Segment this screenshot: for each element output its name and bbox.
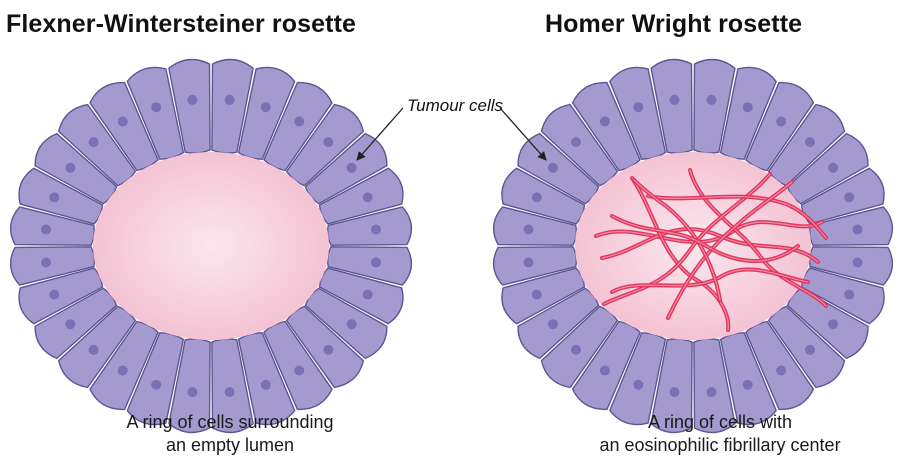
cell-nucleus — [347, 163, 357, 173]
cell-nucleus — [600, 366, 610, 376]
cell-nucleus — [853, 225, 863, 235]
cell-nucleus — [323, 345, 333, 355]
cell-nucleus — [363, 290, 373, 300]
cell-nucleus — [633, 380, 643, 390]
cell-nucleus — [548, 163, 558, 173]
flexner-wintersteiner-caption: A ring of cells surrounding an empty lum… — [80, 411, 380, 457]
cell-nucleus — [853, 258, 863, 268]
cell-nucleus — [776, 366, 786, 376]
flexner-wintersteiner-rosette — [11, 59, 412, 432]
cell-nucleus — [65, 163, 75, 173]
cell-nucleus — [225, 387, 235, 397]
cell-nucleus — [532, 192, 542, 202]
cell-nucleus — [151, 380, 161, 390]
cell-nucleus — [707, 387, 717, 397]
cell-nucleus — [524, 225, 534, 235]
cell-nucleus — [118, 117, 128, 127]
cell-nucleus — [371, 225, 381, 235]
caption-line: A ring of cells surrounding — [80, 411, 380, 434]
cell-nucleus — [41, 225, 51, 235]
caption-line: A ring of cells with — [550, 411, 890, 434]
cell-nucleus — [524, 258, 534, 268]
cell-nucleus — [805, 345, 815, 355]
cell-nucleus — [805, 137, 815, 147]
cell-nucleus — [532, 290, 542, 300]
cell-nucleus — [89, 345, 99, 355]
caption-line: an empty lumen — [80, 434, 380, 457]
cell-nucleus — [49, 192, 59, 202]
cell-nucleus — [225, 95, 235, 105]
cell-nucleus — [261, 102, 271, 112]
cell-nucleus — [187, 95, 197, 105]
cell-nucleus — [347, 319, 357, 329]
cell-nucleus — [187, 387, 197, 397]
cell-nucleus — [323, 137, 333, 147]
cell-nucleus — [571, 345, 581, 355]
cell-nucleus — [743, 380, 753, 390]
homer-wright-rosette — [494, 59, 893, 432]
cell-nucleus — [743, 102, 753, 112]
cell-nucleus — [600, 117, 610, 127]
cell-nucleus — [670, 95, 680, 105]
cell-nucleus — [844, 290, 854, 300]
cell-nucleus — [633, 102, 643, 112]
cell-nucleus — [363, 192, 373, 202]
cell-nucleus — [89, 137, 99, 147]
cell-nucleus — [571, 137, 581, 147]
cell-nucleus — [707, 95, 717, 105]
cell-nucleus — [49, 290, 59, 300]
cell-nucleus — [776, 117, 786, 127]
cell-nucleus — [670, 387, 680, 397]
cell-nucleus — [118, 366, 128, 376]
cell-nucleus — [828, 319, 838, 329]
cell-nucleus — [548, 319, 558, 329]
cell-nucleus — [828, 163, 838, 173]
cell-nucleus — [371, 258, 381, 268]
cell-nucleus — [65, 319, 75, 329]
cell-nucleus — [844, 192, 854, 202]
cell-nucleus — [294, 366, 304, 376]
caption-line: an eosinophilic fibrillary center — [550, 434, 890, 457]
cell-nucleus — [41, 258, 51, 268]
homer-wright-caption: A ring of cells with an eosinophilic fib… — [550, 411, 890, 457]
empty-lumen — [93, 152, 329, 340]
cell-nucleus — [294, 117, 304, 127]
cell-nucleus — [261, 380, 271, 390]
cell-nucleus — [151, 102, 161, 112]
